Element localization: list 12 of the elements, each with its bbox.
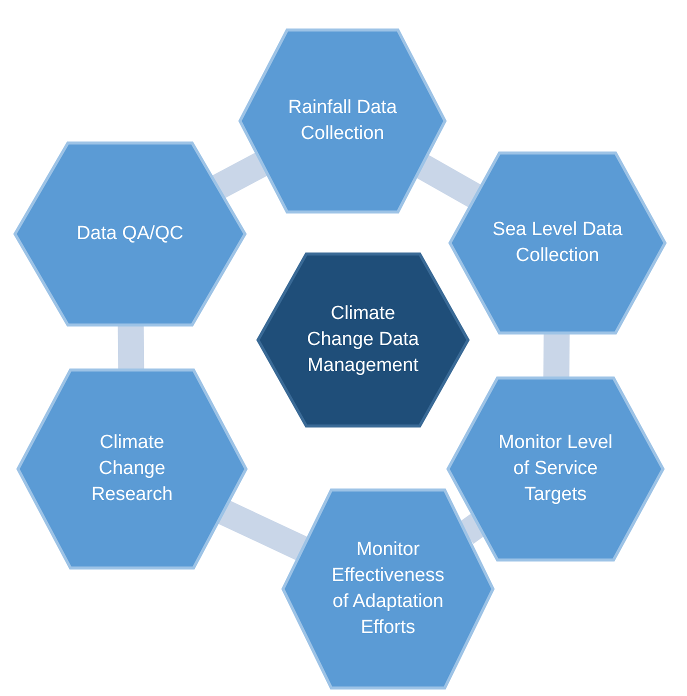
connector-band [415, 154, 482, 208]
hexagon-label: Climate Change Data Management [306, 302, 420, 378]
connector-band [212, 152, 268, 199]
connector-band [218, 500, 308, 561]
hexagon-label: Data QA/QC [76, 222, 184, 246]
hexagon-label: Climate Change Research [90, 430, 174, 508]
hexagon-label: Monitor Effectiveness of Adaptation Efforts [330, 538, 446, 640]
connector-band [118, 324, 144, 370]
hexagon-label: Sea Level Data Collection [492, 218, 624, 268]
connector-band [543, 332, 570, 378]
hexagon-label: Rainfall Data Collection [287, 96, 398, 146]
hexagon-label: Monitor Level of Service Targets [497, 430, 614, 508]
